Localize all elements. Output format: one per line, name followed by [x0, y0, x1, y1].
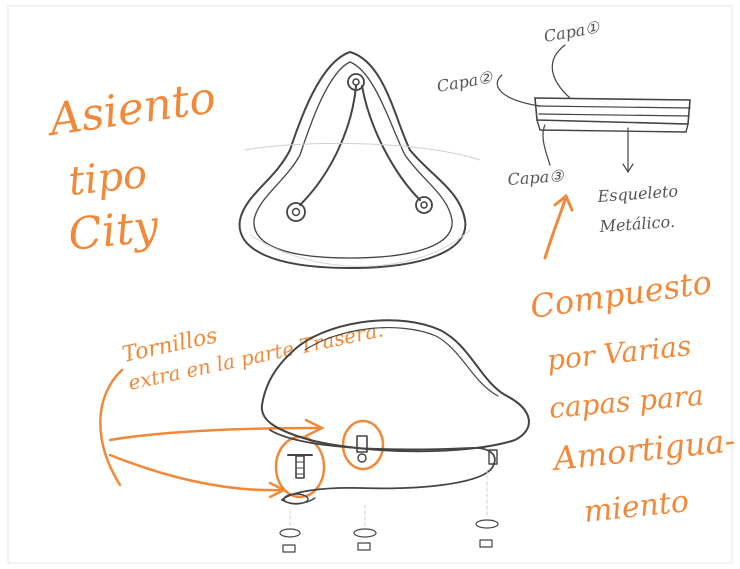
layer-label-3: Capa③ — [507, 166, 566, 189]
title-line-2: tipo — [66, 151, 149, 205]
title-line-3: City — [66, 201, 162, 261]
